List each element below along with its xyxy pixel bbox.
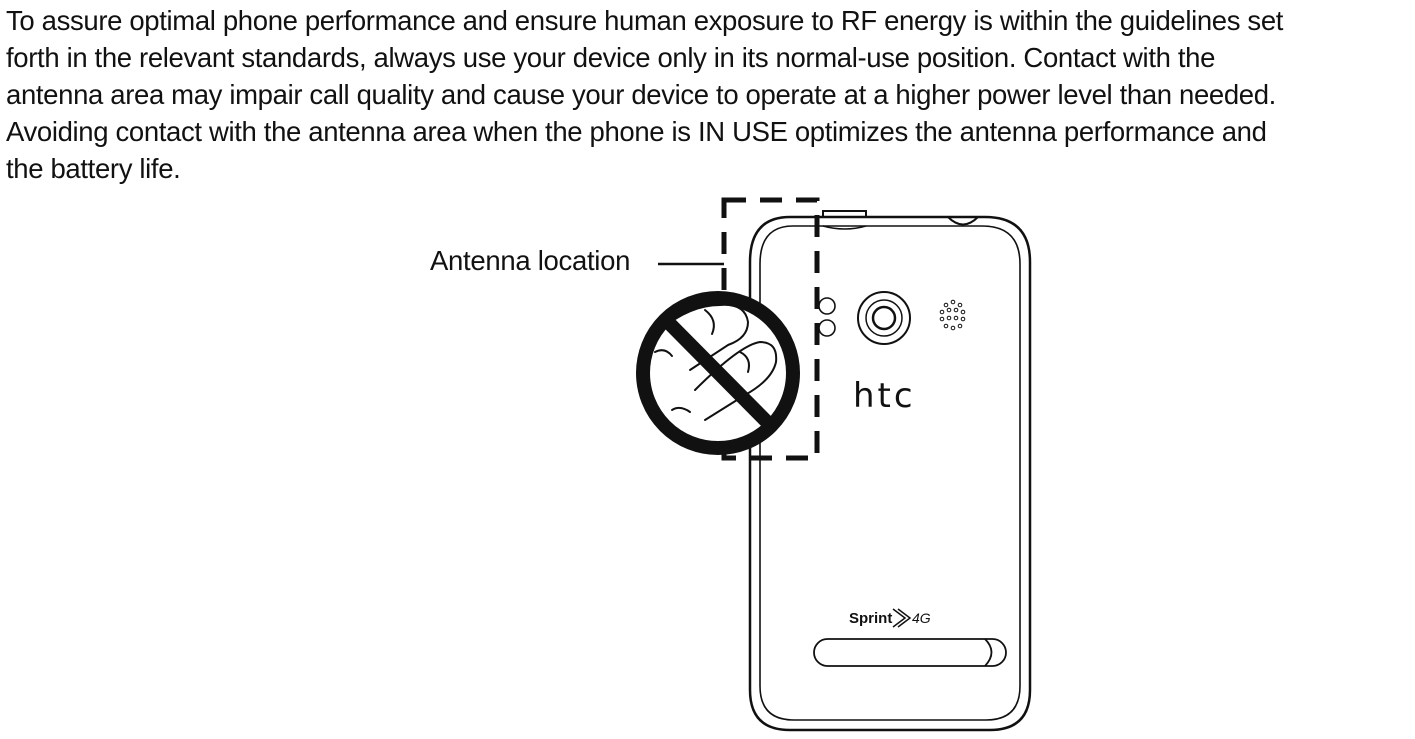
paragraph-line: Avoiding contact with the antenna area w… [6, 116, 1267, 147]
paragraph-line: forth in the relevant standards, always … [6, 42, 1216, 73]
flash-circle-bottom [818, 319, 836, 337]
flash-circle-top [818, 297, 836, 315]
htc-logo: htc [853, 376, 916, 416]
paragraph-line: antenna area may impair call quality and… [6, 79, 1276, 110]
rf-exposure-paragraph: To assure optimal phone performance and … [6, 2, 1411, 187]
paragraph-line: To assure optimal phone performance and … [6, 5, 1284, 36]
sprint-logo: Sprint 4G [849, 608, 931, 628]
svg-text:Sprint: Sprint [849, 610, 892, 627]
bottom-slot [813, 638, 1007, 667]
camera-lens-icon [857, 291, 911, 345]
antenna-area-box [721, 197, 820, 461]
speaker-grille-icon [939, 299, 966, 331]
antenna-location-label: Antenna location [430, 245, 631, 276]
svg-text:4G: 4G [912, 610, 931, 626]
phone-body [748, 210, 1032, 732]
no-touch-icon [636, 291, 800, 455]
paragraph-line: the battery life. [6, 153, 181, 184]
